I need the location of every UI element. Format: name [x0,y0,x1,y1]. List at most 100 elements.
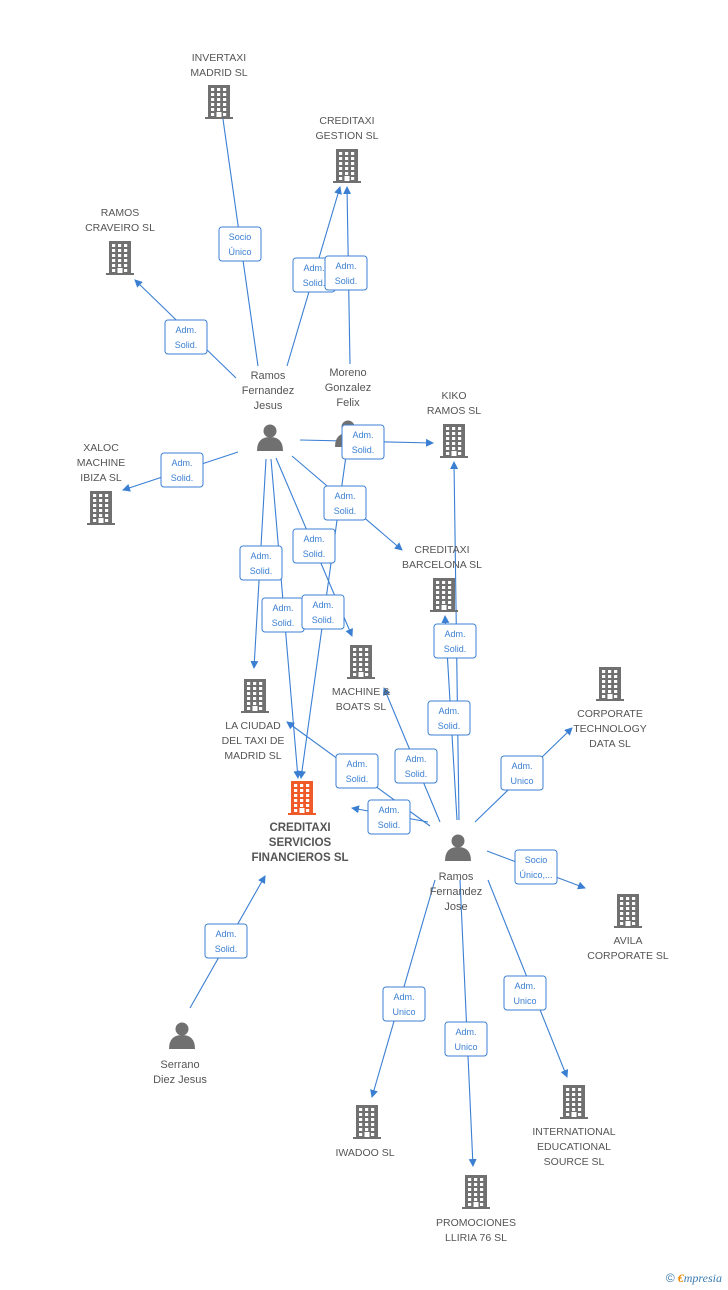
node-label: IBIZA SL [80,472,122,484]
edge-label[interactable]: Adm. Solid. [164,319,208,355]
edge-label[interactable]: Adm.Solid. [239,545,283,581]
edge-label[interactable]: Adm.Unico [500,755,544,791]
node-label: PROMOCIONES [436,1217,516,1229]
building-icon [288,781,316,815]
building-icon [440,424,468,458]
edge-label-text: Adm. [250,551,271,561]
building-icon [596,667,624,701]
copyright-symbol: © [665,1271,675,1285]
node-label: CREDITAXI [414,544,469,556]
edge-label-text: Solid. [312,615,335,625]
node-label: LA CIUDAD [225,720,281,732]
node-label: CREDITAXI [269,822,330,834]
edge-label-text: Adm. [405,754,426,764]
node-machine_boats[interactable]: MACHINE &BOATS SL [332,645,390,713]
building-icon [241,679,269,713]
edge-label-text: Adm. [175,325,196,335]
edge-label-text: Adm. [514,981,535,991]
node-label: Ramos [251,370,286,382]
edge-label[interactable]: Adm. Solid. [433,623,477,659]
edge-label-text: Socio [229,232,252,242]
person-icon [257,424,283,451]
edge-label-box [433,623,477,659]
node-label: Ramos [439,871,474,883]
edge-label-box [301,594,345,630]
brand-name: mpresia [683,1271,722,1285]
edge-label[interactable]: Adm.Solid. [301,594,345,630]
node-label: MADRID SL [190,67,247,79]
edge-label-text: Adm. [511,761,532,771]
building-icon [560,1085,588,1119]
node-iwadoo[interactable]: IWADOO SL [335,1105,395,1159]
edge-label[interactable]: Adm. Solid. [341,424,385,460]
building-icon [347,645,375,679]
edge-label[interactable]: Adm.Solid. [335,753,379,789]
edge-label[interactable]: Adm.Unico [382,986,426,1022]
edge-label-text: Adm. [303,263,324,273]
edge-label[interactable]: Adm.Solid. [324,255,368,291]
node-creditaxi_barcelona[interactable]: CREDITAXI BARCELONA SL [402,544,482,612]
edge-label[interactable]: Adm.Solid. [367,799,411,835]
node-label: CRAVEIRO SL [85,222,155,234]
edge-label-box [323,485,367,521]
edge-label-text: Adm. [438,706,459,716]
edge-label[interactable]: Adm.Unico [444,1021,488,1057]
edge-label[interactable]: Adm.Solid. [292,528,336,564]
node-label: RAMOS SL [427,405,481,417]
edge-label[interactable]: SocioÚnico,... [514,849,558,885]
edge-label-text: Unico [513,996,536,1006]
node-label: FINANCIEROS SL [251,852,348,864]
edge-label-text: Adm. [272,603,293,613]
edge-label[interactable]: Adm. Unico [503,975,547,1011]
node-label: Moreno [329,367,366,379]
edge-label-text: Solid. [175,340,198,350]
copyright-notice[interactable]: © €mpresia [666,1271,722,1286]
edge-label-text: Unico [454,1042,477,1052]
edge-label-text: Adm. [215,929,236,939]
edge-label-text: Adm. [352,430,373,440]
edge-label-box [292,528,336,564]
node-label: BARCELONA SL [402,559,482,571]
edge-label[interactable]: Adm.Solid. [394,748,438,784]
edge-label-box [367,799,411,835]
edge-label[interactable]: Adm.Solid. [323,485,367,521]
node-label: AVILA [614,935,643,947]
edge-label[interactable]: Adm. Solid. [204,923,248,959]
node-label: INTERNATIONAL [532,1126,615,1138]
edge-label-text: Adm. [444,629,465,639]
edge-label[interactable]: Adm.Solid. [261,597,305,633]
edge-label-text: Solid. [438,721,461,731]
person-icon [169,1022,195,1049]
building-icon [106,241,134,275]
edge-label-text: Solid. [215,944,238,954]
node-label: Felix [336,397,360,409]
building-icon [430,578,458,612]
node-label: Jesus [254,400,283,412]
edge-label-text: Adm. [171,458,192,468]
edge-label[interactable]: Adm.Solid. [160,452,204,488]
edge-label-box [160,452,204,488]
edge-label-text: Solid. [352,445,375,455]
building-icon [87,491,115,525]
edge-label-text: Solid. [444,644,467,654]
edge-label[interactable]: Adm. Solid. [427,700,471,736]
node-label: CORPORATE [577,708,643,720]
node-label: Gonzalez [325,382,371,394]
